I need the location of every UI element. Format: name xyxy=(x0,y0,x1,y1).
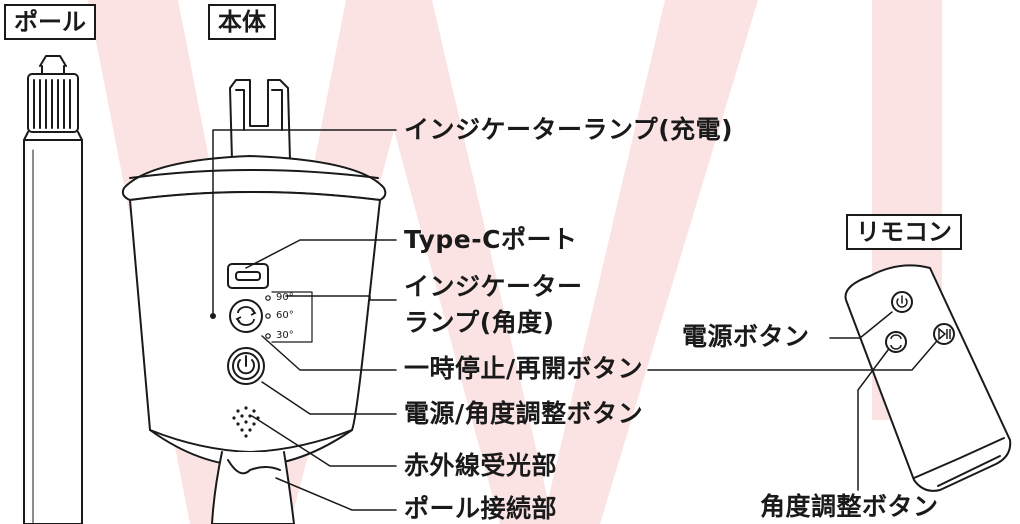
callout-remote-power: 電源ボタン xyxy=(682,322,810,351)
remote-rotate-icon xyxy=(890,334,902,350)
callout-pause-resume: 一時停止/再開ボタン xyxy=(404,354,644,383)
remote-section-label: リモコン xyxy=(846,214,962,250)
rotate-icon xyxy=(235,306,257,326)
angle-60-label: 60° xyxy=(276,310,294,321)
callout-indicator-angle-line1: インジケーター xyxy=(404,272,583,301)
callout-pole-connector: ポール接続部 xyxy=(404,494,558,523)
angle-90-label: 90° xyxy=(276,292,294,303)
callout-remote-angle: 角度調整ボタン xyxy=(760,492,939,521)
angle-30-label: 30° xyxy=(276,330,294,341)
power-icon xyxy=(237,355,255,375)
body-section-label: 本体 xyxy=(208,4,276,40)
remote-power-icon xyxy=(896,295,908,308)
callout-ir-receiver: 赤外線受光部 xyxy=(404,451,558,480)
pole-section-label: ポール xyxy=(4,4,96,40)
angle-indicator-dots xyxy=(265,295,271,339)
callout-indicator-angle-line2: ランプ(角度) xyxy=(404,308,555,337)
callout-indicator-charge: インジケーターランプ(充電) xyxy=(404,115,734,144)
callout-type-c-port: Type-Cポート xyxy=(404,225,578,254)
callout-power-angle: 電源/角度調整ボタン xyxy=(404,399,644,428)
watermark-w-logo xyxy=(88,0,758,524)
remote-illustration xyxy=(844,264,1012,492)
play-pause-icon xyxy=(938,327,951,341)
speaker-grille-icon xyxy=(232,406,260,438)
leader-lines xyxy=(212,129,937,511)
pole-illustration xyxy=(23,55,83,524)
main-body-illustration xyxy=(121,79,387,524)
